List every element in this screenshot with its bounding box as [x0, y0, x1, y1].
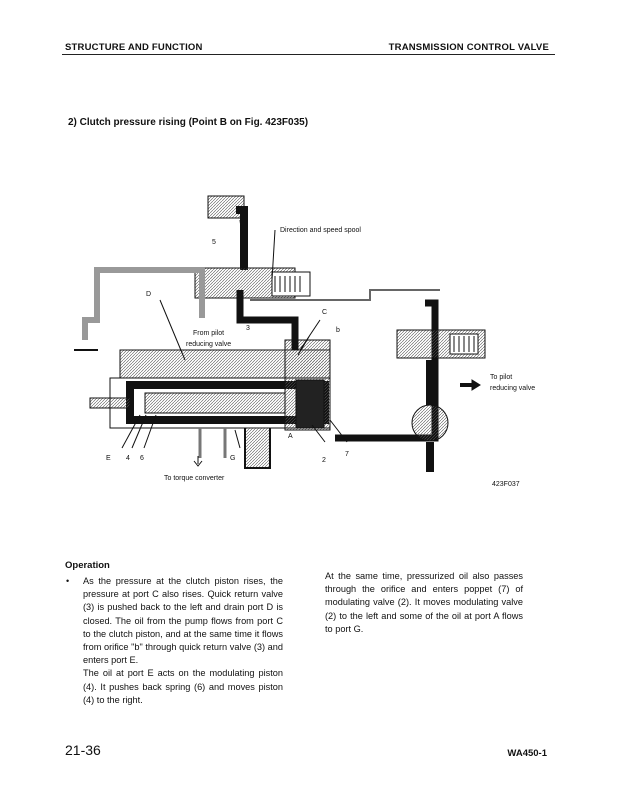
label-torque-converter: To torque converter [164, 475, 225, 482]
valve-diagram: 5 Direction and speed spool D C b From p… [74, 195, 535, 488]
bullet: • [66, 576, 70, 586]
label-to-pilot-2: reducing valve [490, 385, 535, 392]
header-rule [62, 54, 555, 55]
label-from-pilot-2: reducing valve [186, 341, 231, 348]
label-7: 7 [345, 451, 349, 458]
label-from-pilot-1: From pilot [193, 330, 224, 337]
operation-paragraph-1: As the pressure at the clutch piston ris… [83, 576, 283, 666]
label-E: E [106, 455, 111, 462]
section-title: 2) Clutch pressure rising (Point B on Fi… [68, 117, 309, 128]
page-number: 21-36 [65, 742, 101, 758]
label-2: 2 [322, 457, 326, 464]
label-5: 5 [212, 239, 216, 246]
label-G: G [230, 455, 235, 462]
label-D: D [146, 291, 151, 298]
label-b: b [336, 327, 340, 334]
figure-id: 423F037 [492, 481, 520, 488]
operation-column-left: As the pressure at the clutch piston ris… [83, 575, 283, 707]
operation-paragraph-2: The oil at port E acts on the modulating… [83, 668, 283, 705]
operation-heading: Operation [65, 560, 110, 571]
label-3: 3 [246, 325, 250, 332]
label-4: 4 [126, 455, 130, 462]
model-number: WA450-1 [507, 748, 547, 759]
label-A: A [288, 433, 293, 440]
operation-paragraph-3: At the same time, pressurized oil also p… [325, 571, 523, 634]
header-chapter: TRANSMISSION CONTROL VALVE [388, 42, 549, 53]
label-6: 6 [140, 455, 144, 462]
label-C: C [322, 309, 327, 316]
header-section: STRUCTURE AND FUNCTION [65, 42, 203, 53]
label-to-pilot-1: To pilot [490, 374, 512, 381]
label-spool: Direction and speed spool [280, 227, 361, 234]
